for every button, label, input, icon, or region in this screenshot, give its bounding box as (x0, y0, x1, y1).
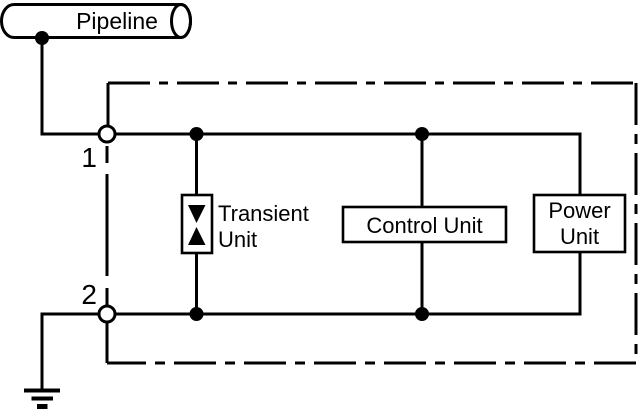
surge-arrow-down-icon (188, 205, 206, 223)
power-unit-box (532, 193, 627, 254)
junction-dot-transient-top (189, 127, 204, 141)
pipeline: Pipeline (0, 2, 192, 45)
control-unit-box (341, 205, 508, 244)
surge-arrow-up-icon (188, 227, 206, 245)
power-unit-label-line1: Power (548, 198, 610, 223)
transient-unit-label-line2: Unit (218, 227, 257, 252)
junction-dot-transient-bottom (189, 307, 204, 321)
wire-terminal-2-to-ground (40, 312, 99, 389)
power-unit: Power Unit (532, 193, 627, 254)
enclosure-border (105, 81, 638, 365)
terminal-1-node (97, 124, 117, 144)
wire-pipeline-to-terminal-1 (40, 38, 99, 136)
power-unit-label-line2: Unit (560, 224, 599, 249)
wire-bottom-bus (115, 252, 582, 316)
terminal-2-node (97, 304, 117, 324)
terminal-2-label: 2 (81, 279, 97, 310)
control-unit: Control Unit (341, 205, 508, 244)
transient-unit-label-line1: Transient (218, 201, 309, 226)
wire-top-bus (115, 132, 582, 196)
pipeline-connection-dot (35, 31, 49, 45)
earth-ground-icon (24, 388, 60, 409)
junction-dot-control-top (415, 127, 429, 141)
terminal-1-label: 1 (81, 142, 97, 173)
pipeline-label: Pipeline (76, 8, 158, 34)
transient-unit: Transient Unit (180, 193, 309, 255)
control-unit-label: Control Unit (366, 213, 482, 238)
pipeline-end-cap (170, 3, 192, 39)
junction-dot-control-bottom (415, 307, 429, 321)
